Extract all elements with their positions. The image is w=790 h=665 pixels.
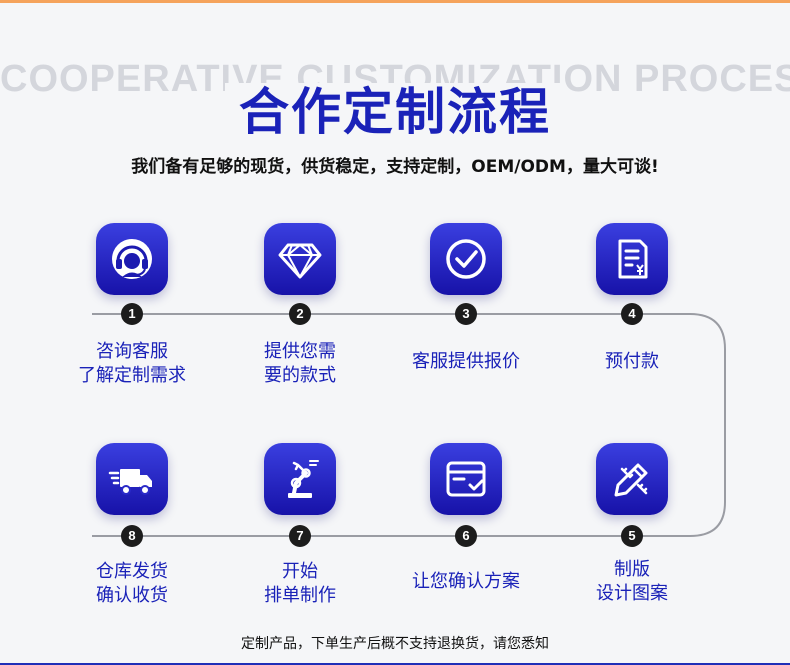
step-2-label-line2: 要的款式 (264, 365, 336, 386)
step-7-number: 7 (289, 525, 311, 547)
delivery-truck-icon (108, 469, 152, 495)
top-accent-rule (0, 0, 790, 3)
step-8-label-line2: 确认收货 (96, 585, 168, 606)
footer-note: 定制产品，下单生产后概不支持退换货，请您悉知 (241, 636, 549, 652)
step-5-label-line2: 设计图案 (596, 583, 668, 604)
step-7-label-line1: 开始 (282, 561, 318, 582)
step-2-tile (264, 223, 336, 295)
step-8-label-line1: 仓库发货 (96, 561, 168, 582)
box-check-icon (446, 461, 486, 497)
page-subtitle: 我们备有足够的现货，供货稳定，支持定制，OEM/ODM，量大可谈! (131, 157, 659, 177)
step-1-tile (96, 223, 168, 295)
check-circle-icon (446, 239, 486, 279)
page-title: 合作定制流程 (0, 72, 790, 144)
step-6-tile (430, 443, 502, 515)
step-7-label-line2: 排单制作 (264, 585, 336, 606)
step-2-label-line1: 提供您需 (264, 341, 336, 362)
step-3-tile (430, 223, 502, 295)
step-5-label: 制版 设计图案 (547, 558, 717, 606)
step-4-tile (596, 223, 668, 295)
step-1-label: 咨询客服 了解定制需求 (47, 340, 217, 388)
step-4-label-line1: 预付款 (605, 351, 659, 372)
step-5-number: 5 (621, 525, 643, 547)
step-1-label-line2: 了解定制需求 (78, 365, 186, 386)
customer-service-headset-icon (112, 239, 152, 279)
pencil-ruler-icon (614, 463, 648, 497)
step-3-label: 客服提供报价 (381, 350, 551, 374)
step-1-number: 1 (121, 303, 143, 325)
step-6-number: 6 (455, 525, 477, 547)
step-5-label-line1: 制版 (614, 559, 650, 580)
step-6-label-line1: 让您确认方案 (412, 571, 520, 592)
step-8-number: 8 (121, 525, 143, 547)
step-4-number: 4 (621, 303, 643, 325)
diamond-icon (278, 243, 322, 279)
step-7-label: 开始 排单制作 (215, 560, 385, 608)
step-1-label-line1: 咨询客服 (96, 341, 168, 362)
step-7-tile (264, 443, 336, 515)
robot-arm-icon (288, 460, 319, 498)
step-8-tile (96, 443, 168, 515)
invoice-yen-icon (618, 239, 648, 279)
bottom-accent-rule (0, 663, 790, 665)
page-title-text: 合作定制流程 (225, 83, 565, 141)
step-6-label: 让您确认方案 (381, 570, 551, 594)
step-4-label: 预付款 (547, 350, 717, 374)
step-3-label-line1: 客服提供报价 (412, 351, 520, 372)
step-5-tile (596, 443, 668, 515)
step-3-number: 3 (455, 303, 477, 325)
step-2-number: 2 (289, 303, 311, 325)
step-8-label: 仓库发货 确认收货 (47, 560, 217, 608)
step-2-label: 提供您需 要的款式 (215, 340, 385, 388)
